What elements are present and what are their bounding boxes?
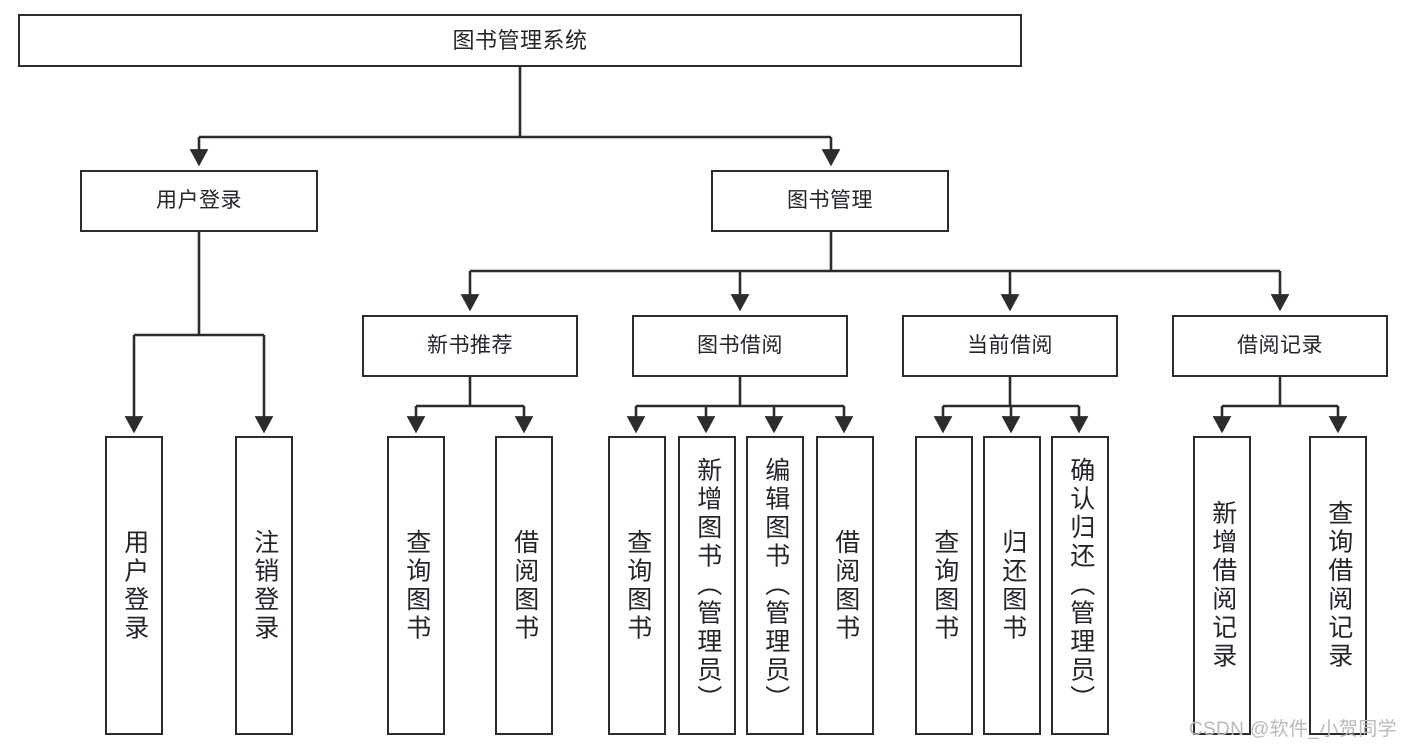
node-label: 图书管理	[787, 188, 873, 212]
node-leaf-query-borrow-record[interactable]: 查询借阅记录	[1309, 436, 1367, 735]
node-leaf-query-book-borrow[interactable]: 查询图书	[608, 436, 666, 735]
node-label: 借阅图书	[831, 528, 860, 643]
node-leaf-user-login[interactable]: 用户登录	[105, 436, 163, 735]
node-new-book-recommendation[interactable]: 新书推荐	[362, 315, 578, 377]
node-label: 当前借阅	[967, 333, 1053, 357]
node-current-borrowing[interactable]: 当前借阅	[902, 315, 1118, 377]
node-label: 图书管理系统	[452, 27, 588, 53]
node-label: 查询图书	[930, 528, 959, 643]
node-label: 用户登录	[156, 188, 242, 212]
node-label: 新增借阅记录	[1208, 500, 1237, 671]
node-leaf-borrow-book-new-rec[interactable]: 借阅图书	[495, 436, 553, 735]
node-label: 借阅记录	[1237, 333, 1323, 357]
node-leaf-user-logout[interactable]: 注销登录	[235, 436, 293, 735]
node-label: 图书借阅	[697, 333, 783, 357]
node-borrowing-record[interactable]: 借阅记录	[1172, 315, 1388, 377]
node-leaf-borrow-book[interactable]: 借阅图书	[816, 436, 874, 735]
node-label: 用户登录	[120, 528, 149, 643]
node-leaf-return-book[interactable]: 归还图书	[983, 436, 1041, 735]
node-label: 查询借阅记录	[1324, 500, 1353, 671]
node-leaf-confirm-return-admin[interactable]: 确认归还（管理员）	[1051, 436, 1109, 735]
node-label: 查询图书	[623, 528, 652, 643]
node-label: 新增图书（管理员）	[693, 457, 722, 714]
node-label: 注销登录	[250, 528, 279, 643]
node-book-management[interactable]: 图书管理	[711, 170, 949, 232]
node-root-book-management-system[interactable]: 图书管理系统	[18, 14, 1022, 67]
csdn-watermark: CSDN @软件_小贺同学	[1188, 719, 1397, 740]
node-label: 确认归还（管理员）	[1066, 457, 1095, 714]
node-leaf-add-book-admin[interactable]: 新增图书（管理员）	[678, 436, 736, 735]
node-label: 编辑图书（管理员）	[761, 457, 790, 714]
node-label: 新书推荐	[427, 333, 513, 357]
node-label: 借阅图书	[510, 528, 539, 643]
node-leaf-query-book-current[interactable]: 查询图书	[915, 436, 973, 735]
node-leaf-edit-book-admin[interactable]: 编辑图书（管理员）	[746, 436, 804, 735]
node-book-borrowing[interactable]: 图书借阅	[632, 315, 848, 377]
node-leaf-add-borrow-record[interactable]: 新增借阅记录	[1193, 436, 1251, 735]
node-user-login[interactable]: 用户登录	[80, 170, 318, 232]
node-label: 归还图书	[998, 528, 1027, 643]
node-label: 查询图书	[402, 528, 431, 643]
node-leaf-query-book-new-rec[interactable]: 查询图书	[387, 436, 445, 735]
